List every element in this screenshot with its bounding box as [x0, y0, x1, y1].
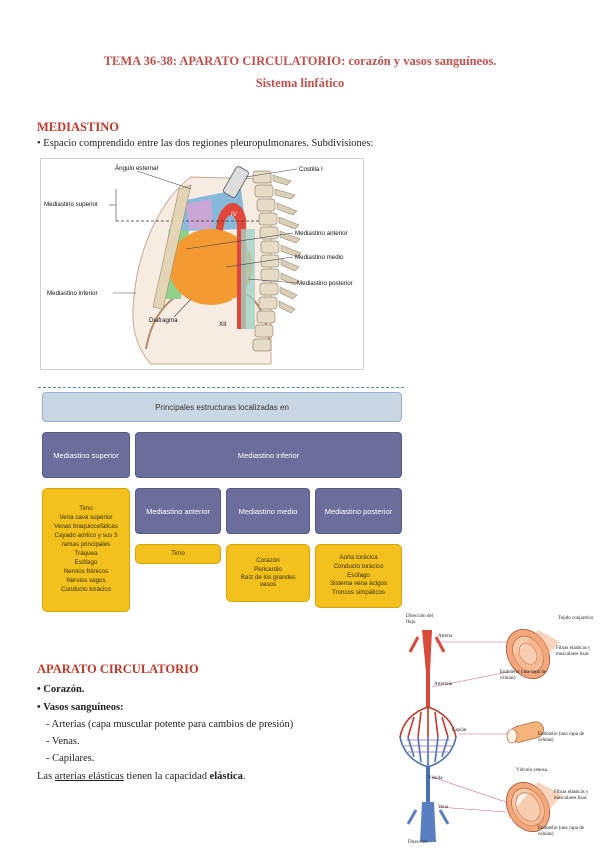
- label-fibras-2: Fibras elásticas y musculares lisas: [554, 790, 589, 801]
- arterias-elasticas-sentence: Las arterias elásticas tienen la capacid…: [37, 771, 245, 782]
- diagram-superior-items: Timo Vena cava superior Venas braquiocef…: [42, 488, 130, 612]
- label-tejido-conjuntivo: Tejido conjuntivo: [558, 616, 594, 621]
- mediastinum-figure: Ángulo esternal Costilla I Mediastino su…: [40, 158, 364, 370]
- list-item: Vena cava superior: [59, 514, 113, 522]
- list-item: Pericardio: [254, 566, 282, 574]
- blood-vessels-illustration: [399, 628, 562, 842]
- label-endotelio-2: Endotelio (una capa de células): [538, 732, 584, 743]
- list-item: Esófago: [74, 558, 98, 566]
- sentence-pre: Las: [37, 771, 55, 782]
- list-item: Conducto torácico: [333, 562, 384, 570]
- label-vert-xii: XII: [219, 321, 227, 328]
- list-item: Corazón: [256, 557, 280, 565]
- label-arteriola: Arteriola: [434, 682, 453, 687]
- list-item: Timo: [79, 505, 93, 513]
- sub-arterias: - Arterias (capa muscular potente para c…: [46, 719, 294, 730]
- list-item: Raíz de los grandes vasos: [240, 574, 296, 588]
- label-diafragma: Diafragma: [149, 317, 178, 324]
- mediastinum-illustration: [109, 166, 302, 365]
- blood-vessels-figure: Dirección del flujo Arteria Arteriola Ca…: [388, 612, 600, 848]
- arterias-elasticas-link[interactable]: arterias elásticas: [54, 771, 124, 782]
- label-vert-iv: IV: [231, 211, 237, 218]
- sentence-mid: tienen la capacidad: [123, 771, 210, 782]
- label-endotelio-3: Endotelio (una capa de células): [538, 826, 584, 837]
- label-mediastino-medio: Mediastino medio: [295, 254, 344, 261]
- list-item: Aorta torácica: [339, 553, 378, 561]
- sentence-end: .: [242, 771, 246, 782]
- label-direccion: Dirección: [408, 840, 428, 845]
- label-venula: Vénula: [428, 776, 443, 781]
- mediastino-bullet: • Espacio comprendido entre las dos regi…: [37, 138, 374, 149]
- item-vasos: • Vasos sanguíneos:: [37, 702, 124, 713]
- diagram-divider: [38, 387, 404, 388]
- label-mediastino-anterior: Mediastino anterior: [295, 230, 348, 237]
- label-endotelio-1: Endotelio (una capa de células): [500, 670, 546, 681]
- diagram-medio-items: Corazón Pericardio Raíz de los grandes v…: [226, 544, 310, 602]
- label-vena: Vena: [438, 805, 448, 810]
- sentence-bold: elástica: [209, 771, 243, 782]
- page-title-line-1: TEMA 36-38: APARATO CIRCULATORIO: corazó…: [103, 54, 497, 68]
- item-corazon-text: • Corazón.: [37, 684, 85, 695]
- sub-capilares: - Capilares.: [46, 753, 95, 764]
- list-item: Timo: [171, 549, 185, 557]
- list-item: Troncos simpáticos: [331, 589, 386, 597]
- label-valvula: Válvula venosa: [516, 768, 547, 773]
- mediastino-heading: MEDIASTINO: [37, 120, 119, 134]
- page-title-line-2: Sistema linfático: [255, 76, 345, 90]
- list-item: Conducto torácico: [61, 585, 111, 593]
- list-item: Sistema vena ácigos: [329, 580, 388, 588]
- list-item: Venas braquiocefálicas: [54, 523, 118, 531]
- diagram-medio-box: Mediastino medio: [226, 488, 310, 534]
- list-item: Tráquea: [74, 550, 98, 557]
- label-capilar: Capilar: [452, 728, 467, 733]
- list-item: Nervios frénicos: [63, 567, 109, 575]
- diagram-superior-box: Mediastino superior: [42, 432, 130, 478]
- diagram-posterior-items: Aorta torácica Conducto torácico Esófago…: [315, 544, 402, 608]
- diagram-posterior-box: Mediastino posterior: [315, 488, 402, 534]
- diagram-anterior-box: Mediastino anterior: [135, 488, 221, 534]
- sub-venas: - Venas.: [46, 736, 80, 747]
- label-angulo-esternal: Ángulo esternal: [115, 165, 158, 172]
- label-costilla: Costilla I: [299, 166, 323, 173]
- list-item: Nervios vagos: [66, 576, 106, 584]
- label-vert-x: X: [231, 297, 236, 304]
- diagram-anterior-items: Timo: [135, 544, 221, 564]
- circulatorio-heading: APARATO CIRCULATORIO: [37, 662, 199, 676]
- list-item: Cayado aórtico y sus 3 ramas principales: [54, 532, 118, 549]
- label-mediastino-inferior: Mediastino inferior: [47, 290, 98, 297]
- label-arteria: Arteria: [438, 634, 453, 639]
- diagram-inferior-box: Mediastino inferior: [135, 432, 402, 478]
- label-direccion-flujo: Dirección del flujo: [406, 614, 434, 625]
- label-mediastino-posterior: Mediastino posterior: [297, 280, 353, 287]
- item-vasos-text: • Vasos sanguíneos:: [37, 702, 124, 713]
- item-corazon: • Corazón.: [37, 684, 84, 695]
- list-item: Esófago: [347, 571, 370, 579]
- label-mediastino-superior: Mediastino superior: [44, 201, 98, 208]
- label-fibras-1: Fibras elásticas y musculares lisas: [556, 646, 591, 657]
- diagram-top-box: Principales estructuras localizadas en: [42, 392, 402, 422]
